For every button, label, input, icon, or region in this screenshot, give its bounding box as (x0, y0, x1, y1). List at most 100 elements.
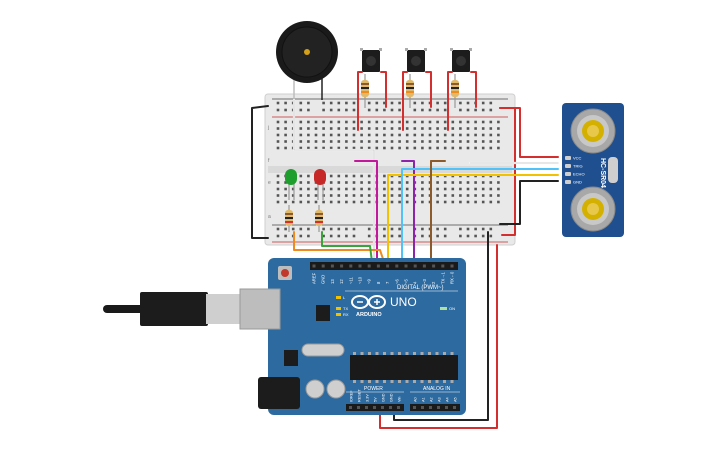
usb-chip (316, 305, 330, 321)
breadboard-hole (360, 187, 363, 191)
breadboard-hole (284, 140, 287, 143)
breadboard-hole (497, 127, 500, 130)
breadboard-hole (390, 140, 394, 143)
breadboard-hole (345, 174, 348, 178)
breadboard-hole (299, 181, 303, 184)
wire-green-led (321, 231, 373, 263)
breadboard-hole (367, 181, 371, 184)
breadboard-hole (489, 187, 493, 191)
breadboard-hole (398, 127, 401, 130)
rail-hole (375, 108, 379, 112)
arduino-logo (351, 295, 386, 309)
analog-pin-label: A2 (430, 397, 434, 402)
breadboard-hole (276, 194, 280, 197)
breadboard-hole (322, 146, 325, 150)
breadboard-hole (489, 120, 493, 124)
rail-hole (443, 108, 447, 112)
breadboard-hole (459, 187, 462, 191)
sensor-pin (565, 164, 571, 168)
breadboard-hole (451, 194, 455, 197)
wire-button1-right-red (380, 71, 387, 108)
rail-hole (299, 234, 303, 238)
rail-hole (307, 234, 310, 238)
digital-pin-label: TX→1 (440, 271, 445, 284)
breadboard-hole (360, 174, 363, 178)
breadboard-hole (307, 194, 310, 197)
breadboard-hole (436, 120, 439, 124)
breadboard-hole (497, 181, 500, 184)
breadboard-hole (398, 133, 401, 137)
breadboard-hole (314, 194, 318, 197)
power-pin-label: Vin (398, 397, 402, 402)
rail-hole (322, 227, 325, 231)
breadboard-hole (481, 140, 485, 143)
breadboard-hole (459, 133, 462, 137)
rail-hole (291, 227, 295, 231)
breadboard-hole (466, 181, 470, 184)
rail-hole (329, 234, 333, 238)
breadboard-hole (284, 181, 287, 184)
push-button-1 (360, 48, 382, 72)
rail-hole (322, 108, 325, 112)
digital-pin-label: 12 (339, 279, 344, 284)
breadboard-hole (284, 194, 287, 197)
breadboard-hole (436, 140, 439, 143)
breadboard-hole (291, 194, 295, 197)
analog-pin-label: A5 (454, 397, 458, 402)
rail-hole (481, 108, 485, 112)
breadboard-hole (459, 146, 462, 150)
breadboard-hole (428, 140, 432, 143)
digital-pin-label: ~11 (348, 277, 353, 284)
header-hole (432, 264, 436, 268)
rail-hole (352, 234, 356, 238)
breadboard-hole (352, 187, 356, 191)
breadboard-hole (299, 127, 303, 130)
sensor-model-label: HC-SR04 (599, 158, 606, 188)
rail-hole (436, 108, 439, 112)
breadboard-hole (299, 174, 303, 178)
breadboard-hole (390, 146, 394, 150)
breadboard-hole (307, 120, 310, 124)
rail-hole (352, 101, 356, 105)
breadboard-hole (481, 187, 485, 191)
wire-button3-red (447, 71, 453, 131)
led-tx-label: TX (343, 306, 348, 311)
breadboard-hole (421, 140, 424, 143)
breadboard-hole (284, 120, 287, 124)
breadboard-hole (421, 127, 424, 130)
breadboard-hole (474, 181, 477, 184)
breadboard-hole (276, 187, 280, 191)
rail-hole (284, 227, 287, 231)
header-hole (422, 264, 426, 268)
breadboard-hole (497, 187, 500, 191)
breadboard-hole (367, 200, 371, 204)
rail-hole (284, 108, 287, 112)
rail-hole (459, 108, 462, 112)
breadboard-hole (367, 133, 371, 137)
breadboard-hole (474, 200, 477, 204)
analog-pin-label: A0 (414, 397, 418, 402)
breadboard-hole (443, 140, 447, 143)
digital-pin-label: AREF (312, 272, 317, 284)
rail-hole (345, 108, 348, 112)
breadboard-hole (337, 140, 341, 143)
sensor-crystal (608, 157, 618, 183)
breadboard: j f e a (264, 93, 516, 246)
breadboard-hole (489, 181, 493, 184)
breadboard-hole (345, 200, 348, 204)
breadboard-hole (383, 187, 386, 191)
button-resistor-1 (361, 74, 369, 108)
breadboard-hole (329, 181, 333, 184)
breadboard-hole (383, 127, 386, 130)
digital-pin-label: 8 (376, 281, 381, 284)
breadboard-hole (443, 127, 447, 130)
rail-hole (299, 101, 303, 105)
breadboard-hole (276, 181, 280, 184)
breadboard-hole (322, 200, 325, 204)
breadboard-hole (481, 181, 485, 184)
row-letter-j: j (267, 125, 269, 131)
breadboard-hole (489, 133, 493, 137)
breadboard-hole (390, 127, 394, 130)
